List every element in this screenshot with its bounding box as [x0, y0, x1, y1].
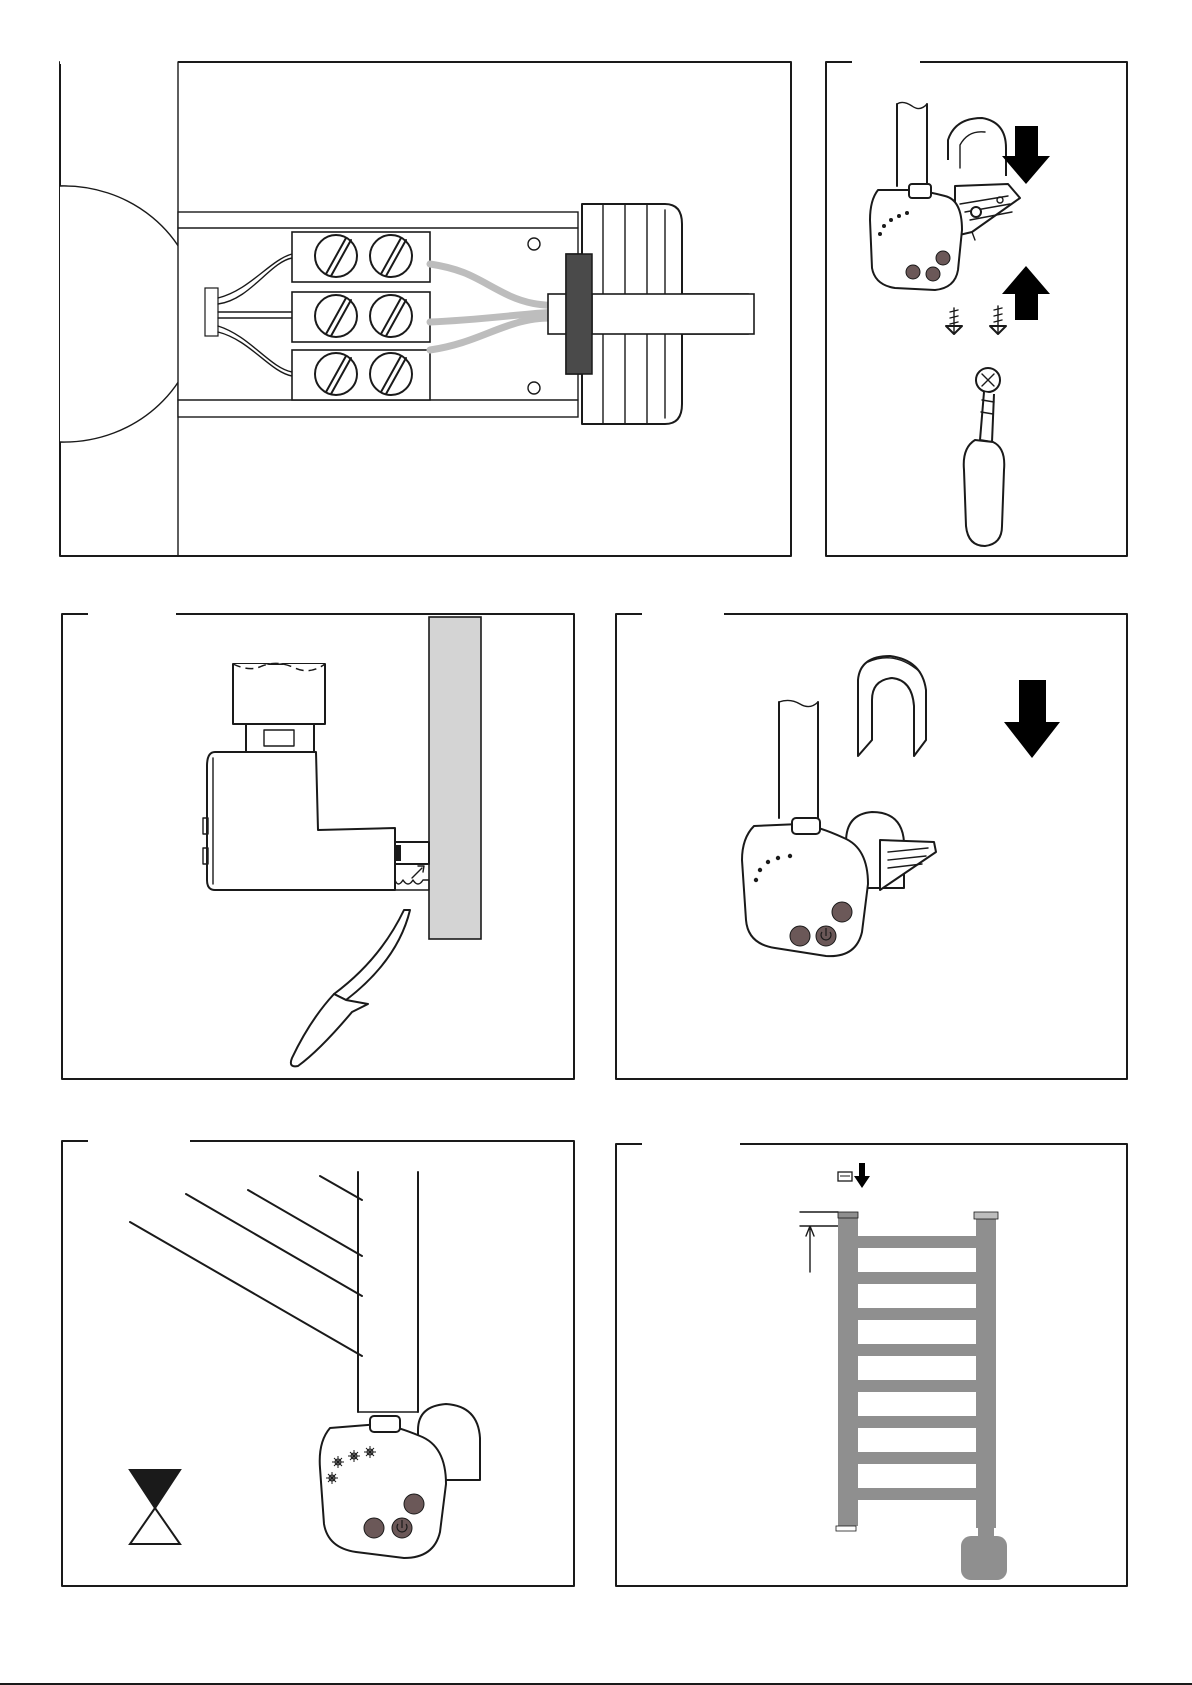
towel-rail-bars [130, 1176, 362, 1356]
panel-wiring [60, 62, 791, 556]
terminal-block [292, 232, 430, 400]
knife-icon [291, 910, 410, 1066]
panel-screw-fixing [826, 62, 1127, 556]
panel-rail [616, 1144, 1127, 1586]
wall [429, 617, 481, 939]
cover-clip [858, 656, 926, 756]
arrow-down-icon [1002, 126, 1050, 184]
arrow-up-icon [1002, 266, 1050, 320]
thermostat-unit-side [207, 752, 298, 890]
panel-clip [616, 614, 1127, 1079]
panel-heating [62, 1141, 574, 1586]
panel-cut [62, 614, 574, 1079]
power-cable [592, 294, 754, 334]
thermostat-unit [320, 1424, 446, 1558]
towel-rail [836, 1212, 1007, 1580]
screw-icon [946, 306, 1006, 334]
hourglass-icon [130, 1470, 180, 1544]
screwdriver-icon [964, 368, 1005, 546]
fill-arrow-icon [838, 1163, 870, 1188]
arrow-down-icon [1004, 680, 1060, 758]
